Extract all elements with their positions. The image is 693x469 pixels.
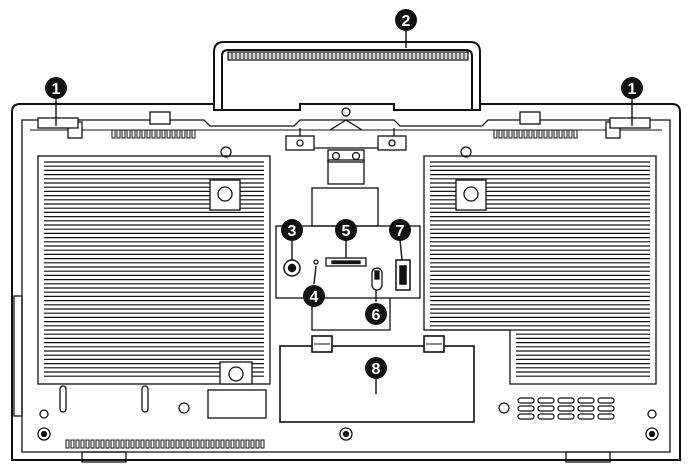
leader-lines — [55, 30, 633, 394]
callout-6: 6 — [365, 303, 387, 325]
card-slot — [325, 257, 367, 267]
callout-5: 5 — [335, 219, 357, 241]
vent-features — [209, 179, 487, 385]
bottom-vent-slots — [65, 439, 265, 449]
top-vent-slots-right — [493, 129, 578, 139]
svg-text:1: 1 — [628, 81, 637, 98]
callout-3: 3 — [281, 219, 303, 241]
carry-handle — [213, 41, 481, 110]
handle-grip-texture — [231, 53, 465, 59]
callout-2: 2 — [395, 9, 417, 31]
svg-text:8: 8 — [372, 361, 381, 378]
callout-4: 4 — [303, 285, 325, 307]
handle-hinge-left — [285, 135, 315, 151]
svg-text:1: 1 — [52, 81, 61, 98]
svg-text:2: 2 — [402, 13, 411, 30]
svg-text:7: 7 — [396, 223, 405, 240]
battery-cover — [279, 335, 475, 423]
speaker-grille — [517, 397, 615, 420]
bottom-features — [37, 146, 659, 441]
callout-7: 7 — [389, 219, 411, 241]
lock-switch — [371, 267, 383, 291]
top-vent-slots-left — [111, 129, 196, 139]
callout-1-left: 1 — [45, 77, 67, 99]
vent-grille-left — [44, 161, 264, 377]
svg-text:4: 4 — [310, 289, 319, 306]
reset-hole — [313, 259, 319, 265]
vent-panel-right — [423, 155, 657, 385]
audio-jack — [283, 259, 301, 277]
callout-1-right: 1 — [621, 77, 643, 99]
handle-hinge-right — [377, 135, 407, 151]
latch-left — [37, 111, 171, 139]
callout-8: 8 — [365, 357, 387, 379]
latch-right — [519, 111, 651, 139]
svg-text:5: 5 — [342, 223, 351, 240]
svg-text:6: 6 — [372, 307, 381, 324]
vent-panel-left — [37, 155, 271, 385]
usb-port — [395, 259, 411, 291]
svg-text:3: 3 — [288, 223, 297, 240]
